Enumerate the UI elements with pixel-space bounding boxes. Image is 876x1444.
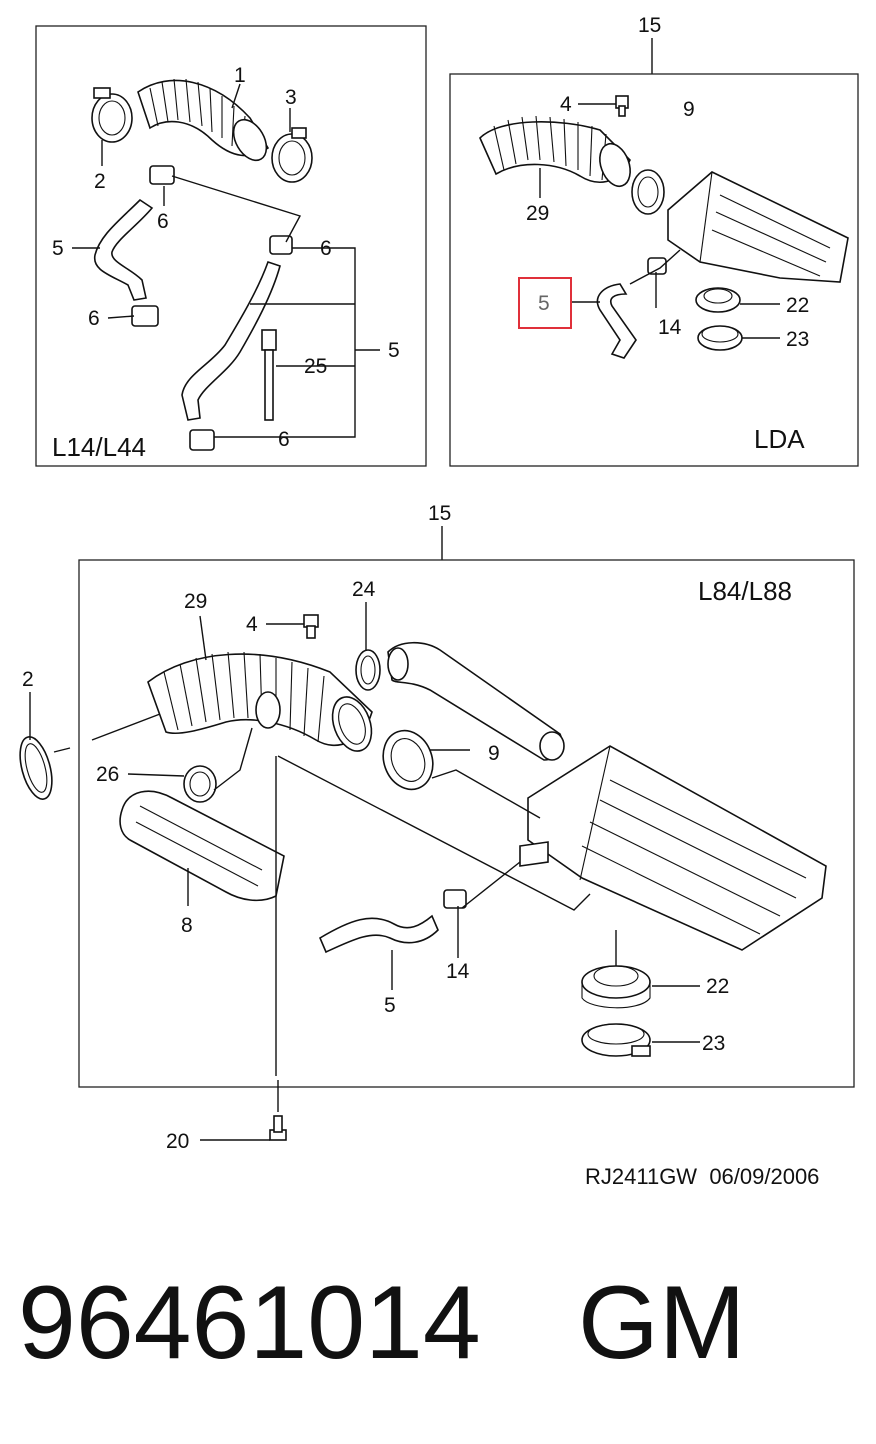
intake-hose-part-1 [137, 78, 270, 162]
hose-clamp-part-2 [91, 87, 133, 143]
callout-tr-29: 29 [526, 202, 549, 225]
panel-lda-title: LDA [754, 424, 805, 454]
screw-part-20 [269, 1115, 287, 1141]
hose-clamp-part-2 [19, 736, 53, 800]
air-cleaner-housing-lda [667, 171, 849, 283]
callout-tl-5b: 5 [388, 339, 400, 362]
callout-bt-26: 26 [96, 763, 119, 786]
panel-l14-l44: L14/L44 [35, 25, 427, 467]
intake-duct-elbow [387, 641, 565, 761]
intake-hose-part-29-lda [479, 115, 631, 188]
drawing-date: 06/09/2006 [709, 1164, 820, 1189]
callout-bt-14: 14 [446, 960, 470, 983]
callout-bt-2: 2 [22, 668, 34, 691]
breather-hose-part-5 [318, 914, 439, 954]
hose-clamp-part-23 [581, 1023, 651, 1057]
panel-l84-l88-frame [78, 559, 855, 1088]
group-label-15-top: 15 [638, 14, 661, 37]
callout-tl-6a: 6 [157, 210, 169, 233]
part-number: 96461014 [18, 1265, 481, 1381]
breather-hose-part-5b [181, 260, 281, 421]
callout-tl-6c: 6 [88, 307, 100, 330]
panel-lda-frame [449, 73, 859, 467]
callout-tl-5a: 5 [52, 237, 64, 260]
hose-clamp-part-3 [271, 127, 313, 183]
highlight-part-5: 5 [518, 277, 572, 329]
part-footer: 96461014 GM [18, 1268, 746, 1378]
hose-clamp-part-26 [183, 765, 217, 803]
panel-l84-l88-callouts: 29 4 24 2 26 9 8 14 5 22 23 20 [22, 578, 729, 1153]
hose-clip-part-14-lda [647, 257, 667, 275]
panel-l14-l44-frame [35, 25, 427, 467]
bolt-part-4-lda [615, 95, 629, 117]
resonator-part-8 [119, 790, 285, 902]
callout-tl-25: 25 [304, 355, 327, 378]
hose-clamp-part-24 [355, 649, 381, 691]
panel-l14-l44-title: L14/L44 [52, 432, 146, 462]
callout-bt-4: 4 [246, 613, 258, 636]
callout-bt-23: 23 [702, 1032, 725, 1055]
callout-tl-2: 2 [94, 170, 106, 193]
callout-bt-5: 5 [384, 994, 396, 1017]
callout-tl-3: 3 [285, 86, 297, 109]
callout-bt-9: 9 [488, 742, 500, 765]
drawing-reference: RJ2411GW 06/09/2006 [585, 1164, 819, 1190]
seal-ring-part-22-lda [695, 287, 741, 313]
hose-clamp-part-9-lda [631, 169, 665, 215]
drawing-ref-code: RJ2411GW [585, 1164, 698, 1189]
callout-tr-4: 4 [560, 93, 572, 116]
panel-l84-l88: 15 L84/L88 [19, 502, 855, 1153]
callout-bt-8: 8 [181, 914, 193, 937]
hose-clamp-part-9 [382, 729, 434, 791]
group-label-15-bottom: 15 [428, 502, 451, 525]
hose-clip-part-14 [443, 889, 467, 909]
brand-name: GM [578, 1265, 746, 1381]
callout-tl-6d: 6 [278, 428, 290, 451]
breather-hose-part-5a [94, 198, 154, 301]
cable-tie-part-25 [261, 329, 277, 421]
panel-l84-l88-leaders [29, 602, 700, 1141]
highlight-part-5-label: 5 [538, 292, 550, 315]
callout-bt-20: 20 [166, 1130, 189, 1153]
callout-tl-6b: 6 [320, 237, 332, 260]
panel-lda: 15 LDA [449, 14, 859, 467]
bolt-part-4 [303, 614, 319, 639]
callout-bt-24: 24 [352, 578, 376, 601]
callout-tr-22: 22 [786, 294, 809, 317]
callout-tl-1: 1 [234, 64, 246, 87]
panel-l14-l44-leaders [72, 83, 380, 438]
breather-hose-part-5-lda [596, 283, 637, 359]
callout-bt-29: 29 [184, 590, 207, 613]
callout-tr-23: 23 [786, 328, 809, 351]
air-cleaner-housing [519, 745, 827, 951]
hose-clamp-part-23-lda [697, 325, 743, 351]
intake-hose-part-29 [147, 651, 373, 752]
callout-bt-22: 22 [706, 975, 729, 998]
panel-l84-l88-title: L84/L88 [698, 576, 792, 606]
panel-l14-l44-callouts: 1 2 3 5 6 6 6 5 25 6 [52, 64, 400, 451]
callout-tr-14: 14 [658, 316, 682, 339]
seal-ring-part-22 [581, 965, 651, 1009]
callout-tr-9: 9 [683, 98, 695, 121]
panel-lda-leaders [539, 103, 780, 339]
panel-lda-callouts: 4 9 29 14 22 23 [526, 93, 809, 351]
